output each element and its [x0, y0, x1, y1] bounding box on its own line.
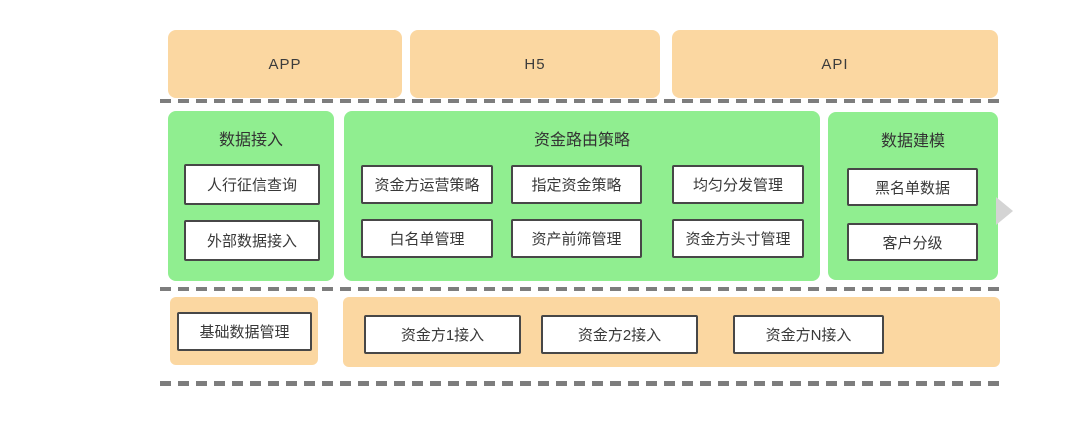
group-data-access-title: 数据接入 — [218, 132, 283, 149]
node-whitelist-management: 白名单管理 — [361, 219, 493, 258]
node-designated-fund-strategy: 指定资金策略 — [511, 165, 642, 204]
group-fund-routing-strategy-title: 资金路由策略 — [533, 132, 630, 149]
node-funder-2-access: 资金方2接入 — [541, 315, 698, 354]
separator-dashed-bottom — [160, 381, 1006, 386]
arrow-right-icon — [996, 197, 1013, 225]
channel-app-box: APP — [168, 30, 402, 98]
separator-dashed-middle — [160, 287, 1003, 291]
group-data-modeling-title: 数据建模 — [880, 133, 945, 150]
node-funder-position-management: 资金方头寸管理 — [672, 219, 804, 258]
node-funder-operation-strategy: 资金方运营策略 — [361, 165, 493, 204]
node-asset-prescreen-management: 资产前筛管理 — [511, 219, 642, 258]
separator-dashed-top — [160, 99, 1001, 103]
node-funder-1-access: 资金方1接入 — [364, 315, 521, 354]
node-pboc-credit-query: 人行征信查询 — [184, 164, 320, 205]
node-blacklist-data: 黑名单数据 — [847, 168, 978, 206]
node-customer-grading: 客户分级 — [847, 223, 978, 261]
node-external-data-access: 外部数据接入 — [184, 220, 320, 261]
channel-api-box: API — [672, 30, 998, 98]
channel-h5-box: H5 — [410, 30, 660, 98]
node-basic-data-management: 基础数据管理 — [177, 312, 312, 351]
node-funder-n-access: 资金方N接入 — [733, 315, 884, 354]
node-even-distribution-management: 均匀分发管理 — [672, 165, 804, 204]
